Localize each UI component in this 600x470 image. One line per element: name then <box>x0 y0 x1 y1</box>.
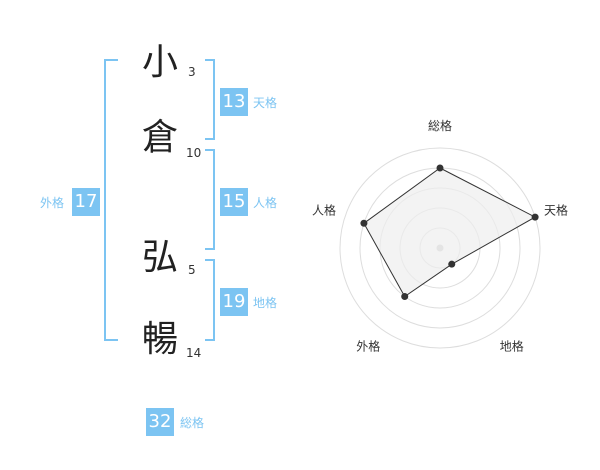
radar-point-3 <box>401 293 409 301</box>
tenkaku-label: 天格 <box>253 96 278 110</box>
tenkaku-value: 13 <box>220 88 248 116</box>
name-char-1: 小 <box>141 42 178 83</box>
jinkaku-value: 15 <box>220 188 248 216</box>
soukaku-value: 32 <box>146 408 174 436</box>
radar-point-4 <box>360 219 368 227</box>
name-char-3: 弘 <box>141 237 178 278</box>
stroke-count-4: 14 <box>186 346 202 360</box>
stroke-count-3: 5 <box>188 263 196 277</box>
radar-point-2 <box>448 260 456 268</box>
soukaku-label: 総格 <box>180 416 205 430</box>
radar-point-0 <box>436 164 444 172</box>
name-char-4: 暢 <box>141 319 178 360</box>
jinkaku-label: 人格 <box>253 196 278 210</box>
stroke-count-1: 3 <box>188 65 196 79</box>
chikaku-bracket <box>205 259 215 341</box>
radar-axis-label-3: 外格 <box>356 339 380 354</box>
name-char-2: 倉 <box>141 117 178 158</box>
radar-area <box>363 167 537 298</box>
stroke-count-2: 10 <box>186 146 202 160</box>
radar-axis-label-1: 天格 <box>544 202 568 217</box>
radar-axis-label-0: 総格 <box>428 118 452 133</box>
radar-axis-label-2: 地格 <box>500 339 524 354</box>
gaikaku-label: 外格 <box>40 196 65 210</box>
radar-point-1 <box>531 213 539 221</box>
chikaku-label: 地格 <box>253 296 278 310</box>
gaikaku-bracket <box>104 59 118 341</box>
radar-axis-label-4: 人格 <box>312 202 336 217</box>
radar-points <box>360 164 539 301</box>
tenkaku-bracket <box>205 59 215 140</box>
jinkaku-bracket <box>205 149 215 250</box>
chikaku-value: 19 <box>220 288 248 316</box>
radar-grid-ring-5 <box>339 147 541 349</box>
gaikaku-value: 17 <box>72 188 100 216</box>
